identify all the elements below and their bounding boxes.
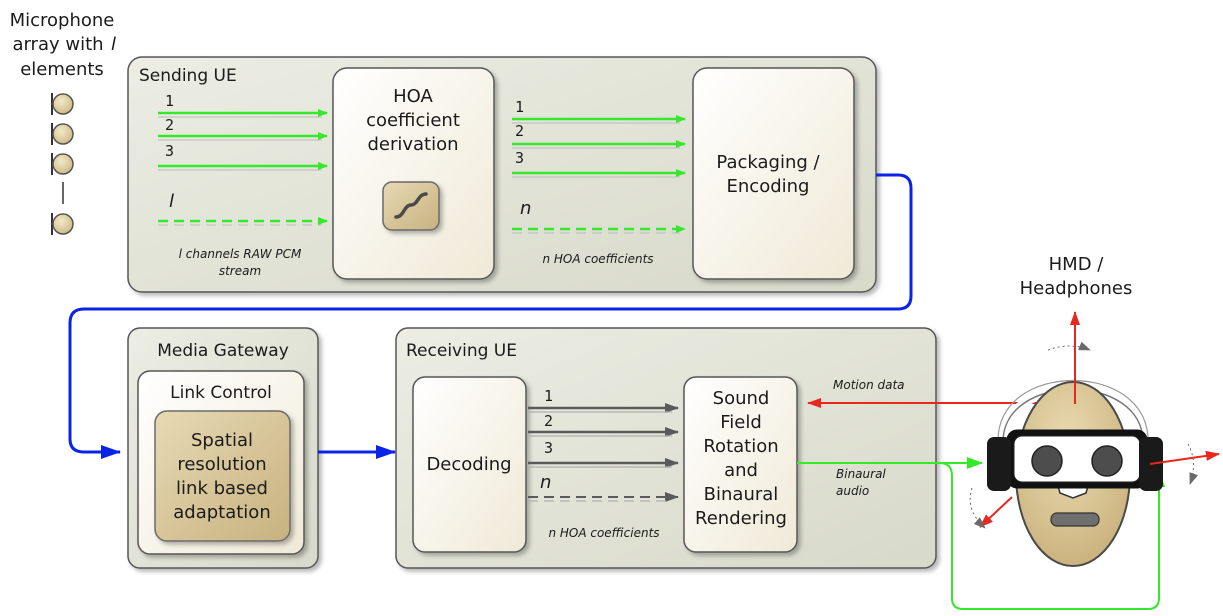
binaural-label-line-2: audio	[836, 484, 869, 498]
decoded-coef-3: 3	[544, 439, 553, 457]
hoa-block-line-3: derivation	[367, 134, 458, 155]
receiving-ue-title: Receiving UE	[406, 341, 517, 361]
decoded-coef-n: n	[540, 472, 551, 493]
spatial-line-1: Spatial	[191, 430, 253, 451]
link-control-title: Link Control	[170, 383, 272, 403]
render-line-3: Rotation	[703, 436, 778, 457]
spatial-adaptation-block: Spatial resolution link based adaptation	[154, 410, 291, 542]
hmd-label-line-1: HMD /	[1049, 254, 1105, 275]
decoding-label: Decoding	[426, 454, 511, 475]
output-coef-n: n	[520, 198, 531, 219]
input-channel-1: 1	[165, 92, 174, 110]
render-line-6: Rendering	[695, 508, 787, 529]
hoa-block-line-1: HOA	[393, 86, 433, 107]
input-channel-2: 2	[165, 116, 174, 134]
hoa-output-caption: n HOA coefficients	[542, 252, 653, 266]
binaural-label-line-1: Binaural	[836, 467, 886, 481]
microphone-element-icon	[51, 123, 74, 145]
microphone-element-icon	[51, 93, 74, 115]
decoded-arrows	[528, 403, 679, 502]
packaging-line-1: Packaging /	[716, 152, 820, 173]
mic-label-var: l	[111, 34, 116, 55]
spatial-line-3: link based	[176, 478, 268, 499]
mic-label-line-3: elements	[20, 59, 104, 80]
microphone-element-icon	[51, 153, 74, 175]
pitch-axis-arrow	[1149, 450, 1220, 465]
link-control-block: Link Control Spatial resolution link bas…	[137, 370, 305, 555]
spatial-line-2: resolution	[177, 454, 266, 475]
roll-axis-arrow	[979, 496, 1013, 528]
mic-label-line-1: Microphone	[10, 10, 115, 31]
packaging-encoding-block: Packaging / Encoding	[692, 67, 855, 280]
microphone-array-label: Microphone array with l elements	[10, 10, 116, 80]
input-channel-3: 3	[165, 142, 174, 160]
received-coef-caption: n HOA coefficients	[548, 526, 659, 540]
spatial-line-4: adaptation	[173, 502, 270, 523]
hoa-block-line-2: coefficient	[366, 110, 460, 131]
sending-ue-title: Sending UE	[139, 66, 237, 86]
microphone-element-icon	[51, 213, 74, 235]
binaural-audio-arrow-right	[939, 462, 1165, 610]
render-line-2: Field	[720, 412, 762, 433]
binaural-rendering-block: Sound Field Rotation and Binaural Render…	[683, 376, 798, 553]
rotation-arc	[1047, 341, 1091, 351]
decoded-coef-2: 2	[544, 412, 553, 430]
head-rotation-arrows	[969, 311, 1220, 529]
packaging-line-2: Encoding	[727, 176, 810, 197]
media-gateway-panel: Media Gateway Link Control Spatial resol…	[127, 327, 319, 569]
decoding-block: Decoding	[412, 376, 527, 553]
hoa-output-arrows	[512, 115, 686, 234]
transform-function-icon	[382, 181, 440, 231]
sending-ue-panel: Sending UE 1 2 3 l l channels RAW PCM st…	[127, 56, 877, 293]
render-line-5: Binaural	[704, 484, 779, 505]
render-line-4: and	[724, 460, 758, 481]
hmd-label-line-2: Headphones	[1020, 278, 1133, 299]
input-arrows	[158, 109, 328, 226]
motion-data-label: Motion data	[833, 378, 905, 392]
hoa-derivation-block: HOA coefficient derivation	[332, 67, 495, 280]
decoded-coef-1: 1	[544, 387, 553, 405]
receiving-ue-panel: Receiving UE Decoding 1 2 3 n n HOA coef…	[395, 327, 937, 569]
rotation-arc	[1187, 443, 1198, 485]
transmission-path-arrow	[68, 173, 913, 459]
output-coef-2: 2	[515, 122, 524, 140]
input-caption-line-1: l channels RAW PCM	[179, 247, 302, 261]
hmd-head-icon	[987, 379, 1163, 567]
output-coef-3: 3	[515, 149, 524, 167]
output-coef-1: 1	[515, 98, 524, 116]
rotation-arc	[969, 487, 986, 529]
mic-label-line-2: array with	[12, 34, 103, 55]
input-channel-l: l	[169, 191, 174, 212]
media-gateway-title: Media Gateway	[157, 341, 289, 361]
input-caption-line-2: stream	[219, 264, 261, 278]
microphone-array-icon	[51, 93, 74, 235]
render-line-1: Sound	[713, 388, 770, 409]
